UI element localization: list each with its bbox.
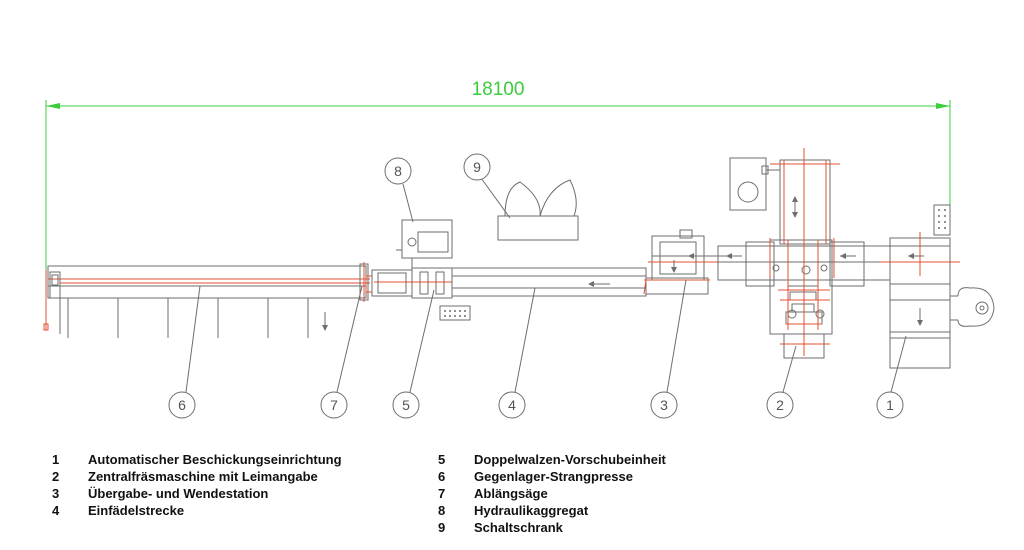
legend-number: 5: [438, 452, 446, 467]
callout-1: 1: [876, 391, 904, 419]
legend-label: Gegenlager-Strangpresse: [474, 469, 633, 484]
legend-number: 7: [438, 486, 446, 501]
callout-9-label: 9: [473, 159, 481, 175]
callout-3-label: 3: [660, 397, 668, 413]
legend-item: 5 Doppelwalzen-Vorschubeinheit: [438, 451, 666, 468]
legend-item: 7 Ablängsäge: [438, 485, 666, 502]
callout-5-label: 5: [402, 397, 410, 413]
callout-2-label: 2: [776, 397, 784, 413]
legend-item: 9 Schaltschrank: [438, 519, 666, 536]
callout-8-label: 8: [394, 163, 402, 179]
callout-1-label: 1: [886, 397, 894, 413]
legend-right-column: 5 Doppelwalzen-Vorschubeinheit 6 Gegenlage…: [438, 451, 666, 536]
callout-leaders: [185, 177, 907, 393]
legend-label: Schaltschrank: [474, 520, 563, 535]
legend-left-column: 1 Automatischer Beschickungseinrichtung 2…: [52, 451, 342, 519]
control-cabinet: [497, 179, 579, 241]
legend-item: 3 Übergabe- und Wendestation: [52, 485, 342, 502]
legend-number: 2: [52, 469, 60, 484]
cut-off-saw: [359, 262, 373, 302]
automatic-loading-device: [880, 204, 995, 369]
legend-number: 3: [52, 486, 60, 501]
legend-label: Zentralfräsmaschine mit Leimangabe: [88, 469, 318, 484]
transfer-and-turning-station: [643, 229, 760, 295]
legend-item: 4 Einfädelstrecke: [52, 502, 342, 519]
overall-dimension: 18100: [45, 79, 951, 280]
callout-7: 7: [320, 391, 348, 419]
callout-2: 2: [766, 391, 794, 419]
legend-item: 6 Gegenlager-Strangpresse: [438, 468, 666, 485]
callout-9: 9: [463, 153, 491, 181]
callout-6: 6: [168, 391, 196, 419]
callout-4: 4: [498, 391, 526, 419]
legend-number: 9: [438, 520, 446, 535]
threading-section: [451, 267, 647, 297]
callout-6-label: 6: [178, 397, 186, 413]
legend-item: 1 Automatischer Beschickungseinrichtung: [52, 451, 342, 468]
counter-bearing-extrusion-press: [43, 265, 370, 338]
callout-5: 5: [392, 391, 420, 419]
legend-label: Einfädelstrecke: [88, 503, 185, 518]
hydraulic-unit: [396, 219, 453, 270]
callout-4-label: 4: [508, 397, 516, 413]
legend-number: 6: [438, 469, 446, 484]
legend-label: Übergabe- und Wendestation: [88, 486, 269, 501]
legend-number: 8: [438, 503, 446, 518]
legend-label: Automatischer Beschickungseinrichtung: [88, 452, 342, 467]
legend-item: 2 Zentralfräsmaschine mit Leimangabe: [52, 468, 342, 485]
legend-label: Hydraulikaggregat: [474, 503, 589, 518]
central-milling-machine: [717, 148, 891, 359]
legend-label: Doppelwalzen-Vorschubeinheit: [474, 452, 666, 467]
callout-7-label: 7: [330, 397, 338, 413]
legend-number: 4: [52, 503, 60, 518]
legend-number: 1: [52, 452, 60, 467]
dimension-value: 18100: [472, 79, 525, 100]
callout-8: 8: [384, 157, 412, 185]
legend-label: Ablängsäge: [474, 486, 548, 501]
callout-3: 3: [650, 391, 678, 419]
legend-item: 8 Hydraulikaggregat: [438, 502, 666, 519]
